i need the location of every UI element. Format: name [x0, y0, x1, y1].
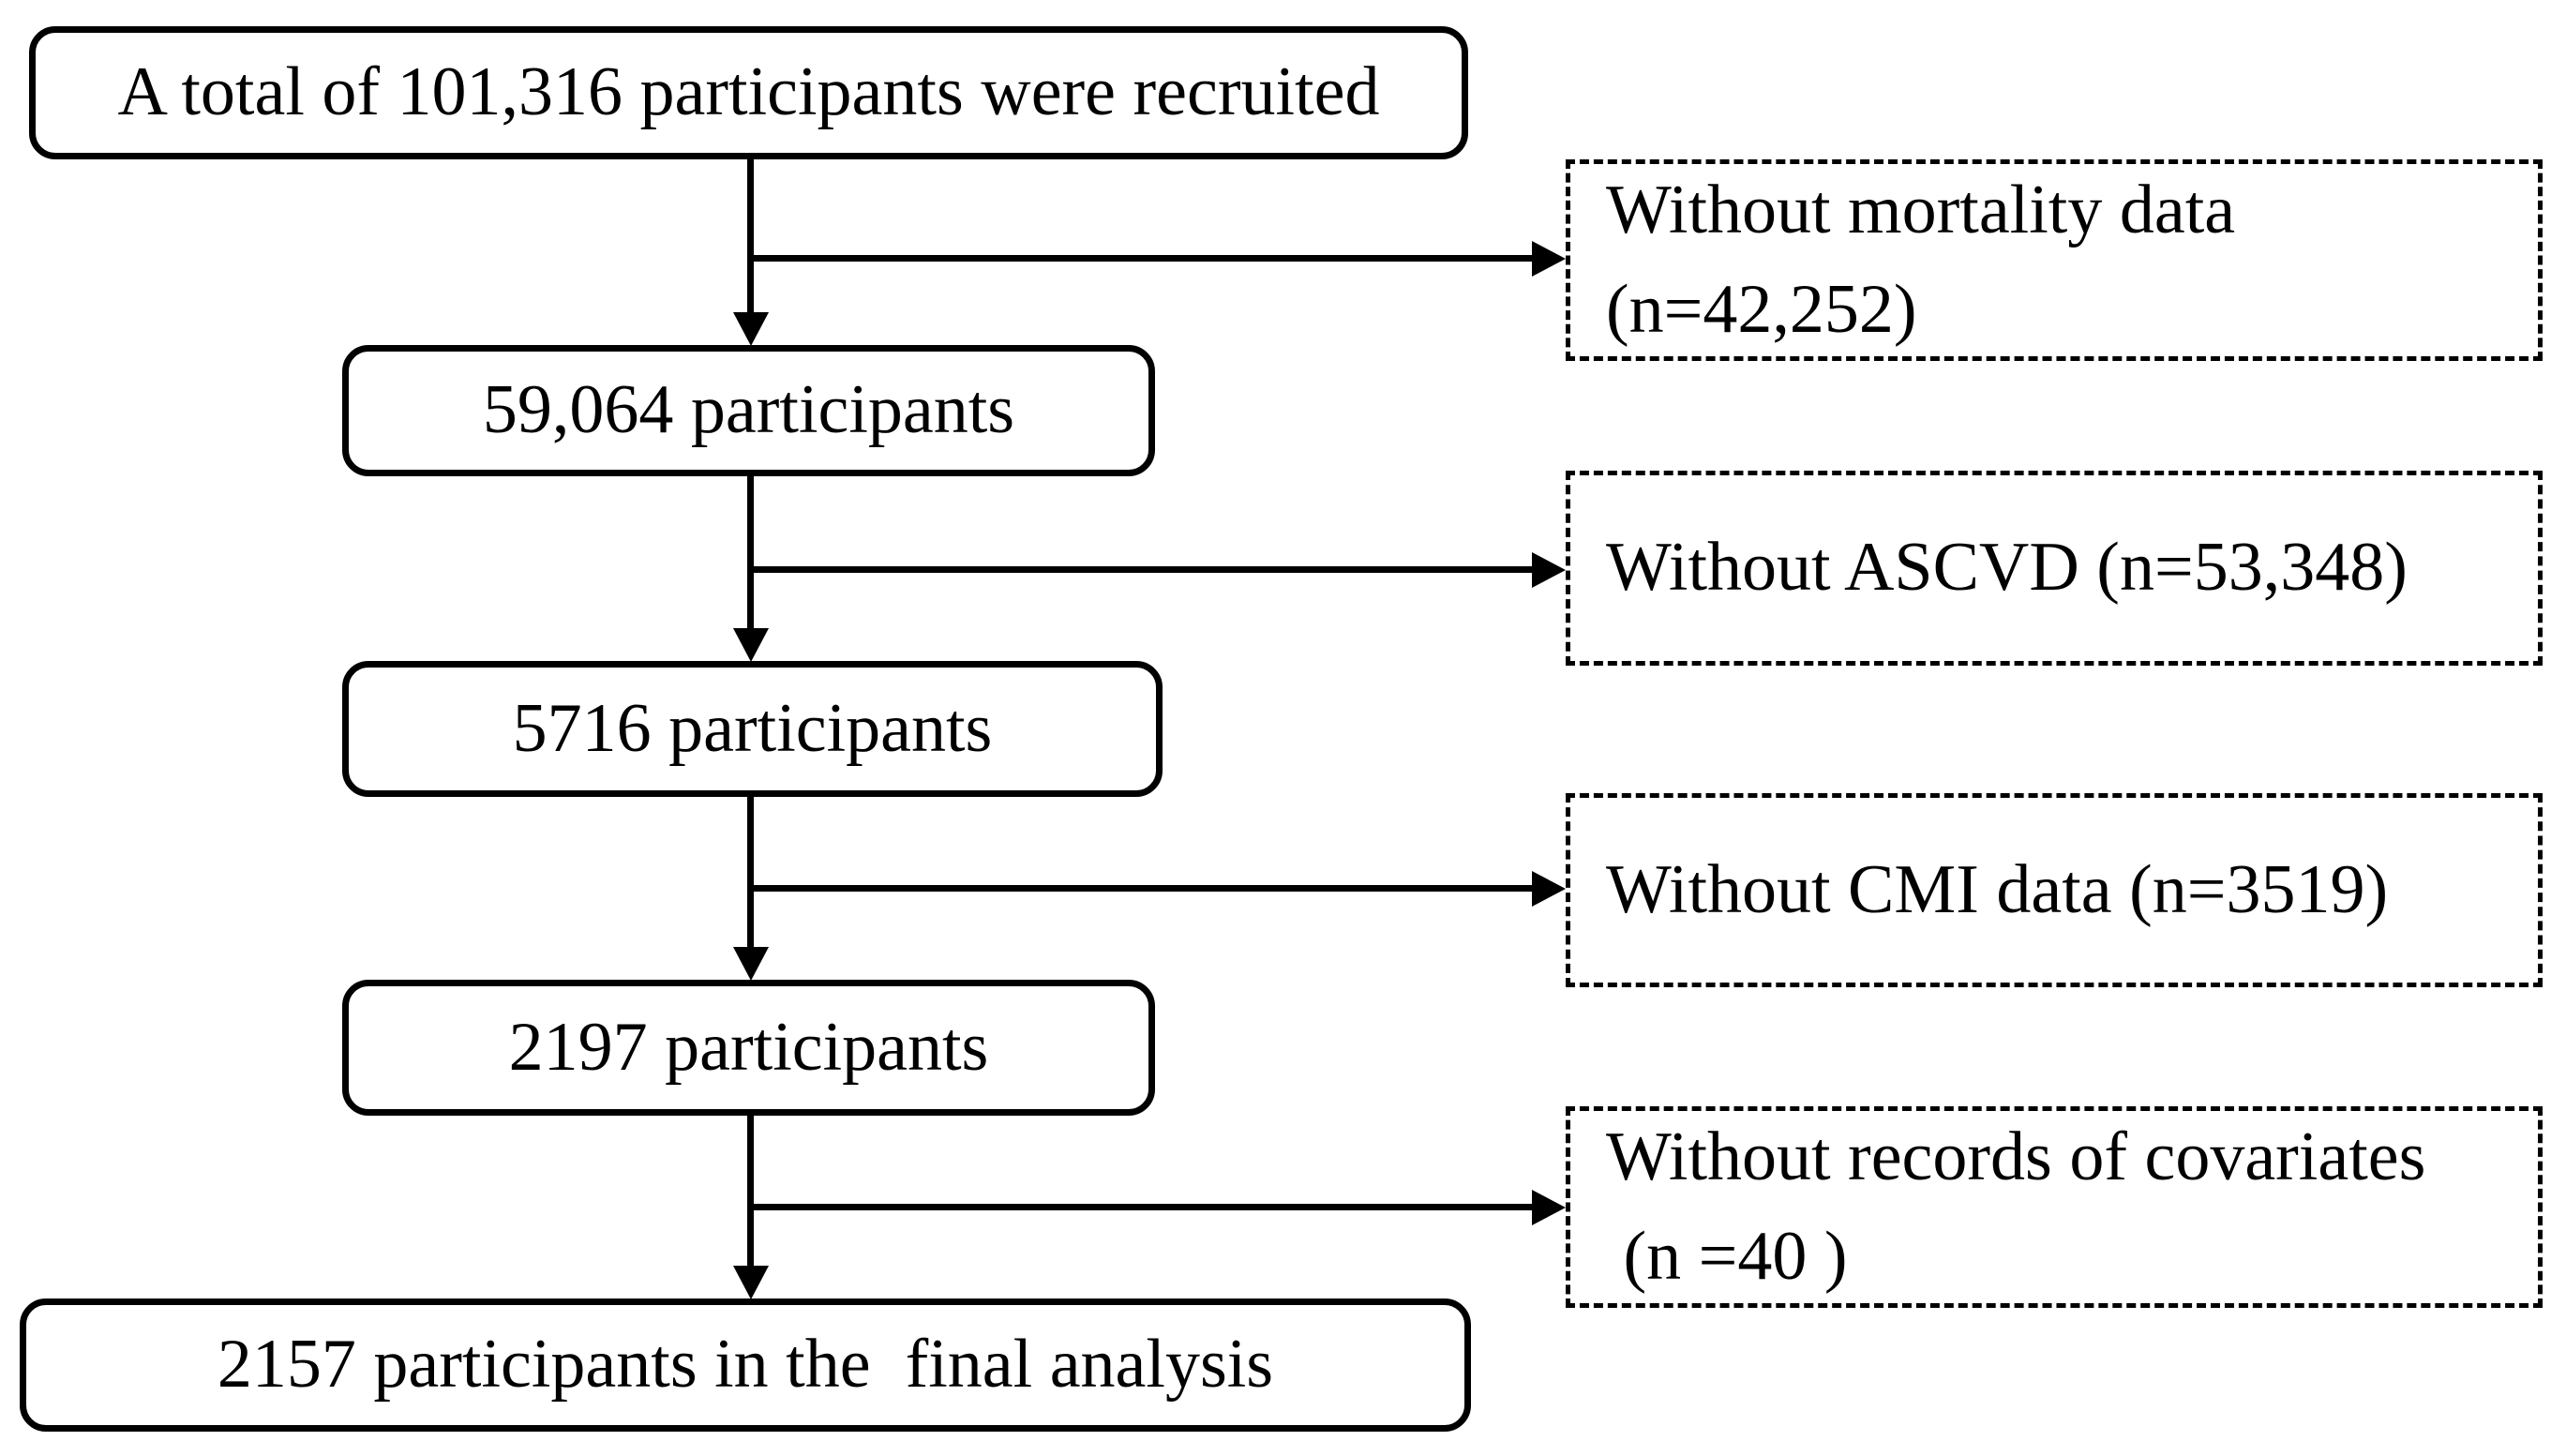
branch-line-1: [747, 255, 1536, 262]
exclusion-cmi-line1: Without CMI data (n=3519): [1606, 850, 2389, 928]
flow-box-final-analysis-label: 2157 participants in the final analysis: [217, 1326, 1274, 1403]
flow-box-recruited-label: A total of 101,316 participants were rec…: [117, 53, 1380, 131]
exclusion-box-mortality-data: Without mortality data (n=42,252): [1566, 159, 2543, 361]
exclusion-box-cmi-data: Without CMI data (n=3519): [1566, 793, 2543, 987]
exclusion-mortality-line1: Without mortality data: [1606, 172, 2236, 249]
arrowhead-right-4-icon: [1532, 1190, 1566, 1225]
branch-line-2: [747, 566, 1536, 573]
flow-box-final-analysis: 2157 participants in the final analysis: [20, 1298, 1471, 1432]
arrowhead-down-1-icon: [733, 312, 769, 346]
flow-box-2197-participants: 2197 participants: [342, 980, 1155, 1116]
flow-box-recruited: A total of 101,316 participants were rec…: [29, 26, 1468, 159]
connector-down-4: [747, 1116, 754, 1273]
exclusion-box-covariates: Without records of covariates (n =40 ): [1566, 1106, 2543, 1308]
arrowhead-down-2-icon: [733, 628, 769, 662]
exclusion-box-ascvd: Without ASCVD (n=53,348): [1566, 471, 2543, 666]
flow-box-5716-participants: 5716 participants: [342, 661, 1163, 797]
exclusion-covariates-line1: Without records of covariates: [1606, 1118, 2426, 1196]
flow-box-2197-label: 2197 participants: [508, 1008, 989, 1086]
connector-down-2: [747, 476, 754, 636]
branch-line-4: [747, 1204, 1536, 1210]
arrowhead-down-3-icon: [733, 947, 769, 981]
exclusion-ascvd-line1: Without ASCVD (n=53,348): [1606, 529, 2408, 607]
arrowhead-right-2-icon: [1532, 552, 1566, 588]
arrowhead-down-4-icon: [733, 1266, 769, 1299]
flow-box-59064-label: 59,064 participants: [482, 371, 1015, 449]
exclusion-mortality-line2: (n=42,252): [1606, 270, 1917, 348]
arrowhead-right-3-icon: [1532, 871, 1566, 907]
flow-box-59064-participants: 59,064 participants: [342, 345, 1155, 476]
connector-down-3: [747, 797, 754, 954]
flow-box-5716-label: 5716 participants: [512, 689, 993, 767]
connector-down-1: [747, 159, 754, 319]
branch-line-3: [747, 885, 1536, 892]
exclusion-covariates-line2: (n =40 ): [1606, 1217, 1848, 1295]
arrowhead-right-1-icon: [1532, 241, 1566, 277]
